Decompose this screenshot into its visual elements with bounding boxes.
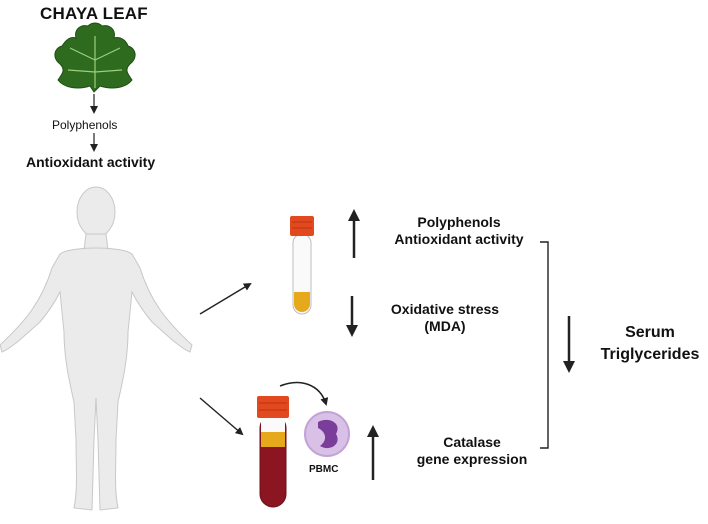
plasma-polyphenols-label: Polyphenols Antioxidant activity (372, 214, 546, 248)
plasma-polyphenols-line2: Antioxidant activity (394, 231, 524, 247)
oxidative-stress-label: Oxidative stress (MDA) (370, 301, 520, 335)
body-to-plasma-arrow (199, 282, 252, 315)
results-bracket (540, 241, 549, 449)
plasma-polyphenols-line1: Polyphenols (417, 214, 501, 230)
pbmc-label: PBMC (309, 464, 339, 475)
chaya-leaf-icon (54, 22, 136, 93)
pbmc-cell-icon (304, 411, 350, 457)
plasma-tube-icon (290, 216, 314, 315)
diagram-title: CHAYA LEAF (40, 4, 148, 23)
serum-triglycerides-line2: Triglycerides (600, 346, 700, 363)
tube-to-pbmc-arrow (279, 381, 329, 406)
catalase-label: Catalase gene expression (400, 434, 544, 468)
human-body-icon (0, 186, 193, 511)
blood-tube-icon (257, 396, 289, 508)
leaf-polyphenols-label: Polyphenols (52, 118, 118, 132)
oxidative-stress-line2: (MDA) (424, 318, 466, 334)
leaf-antioxidant-label: Antioxidant activity (26, 154, 156, 170)
serum-triglycerides-line1: Serum (625, 324, 675, 341)
body-to-blood-arrow (199, 397, 244, 436)
catalase-line1: Catalase (443, 434, 501, 450)
serum-triglycerides-label: Serum Triglycerides (592, 322, 708, 366)
catalase-line2: gene expression (416, 451, 528, 467)
oxidative-stress-line1: Oxidative stress (390, 301, 500, 317)
